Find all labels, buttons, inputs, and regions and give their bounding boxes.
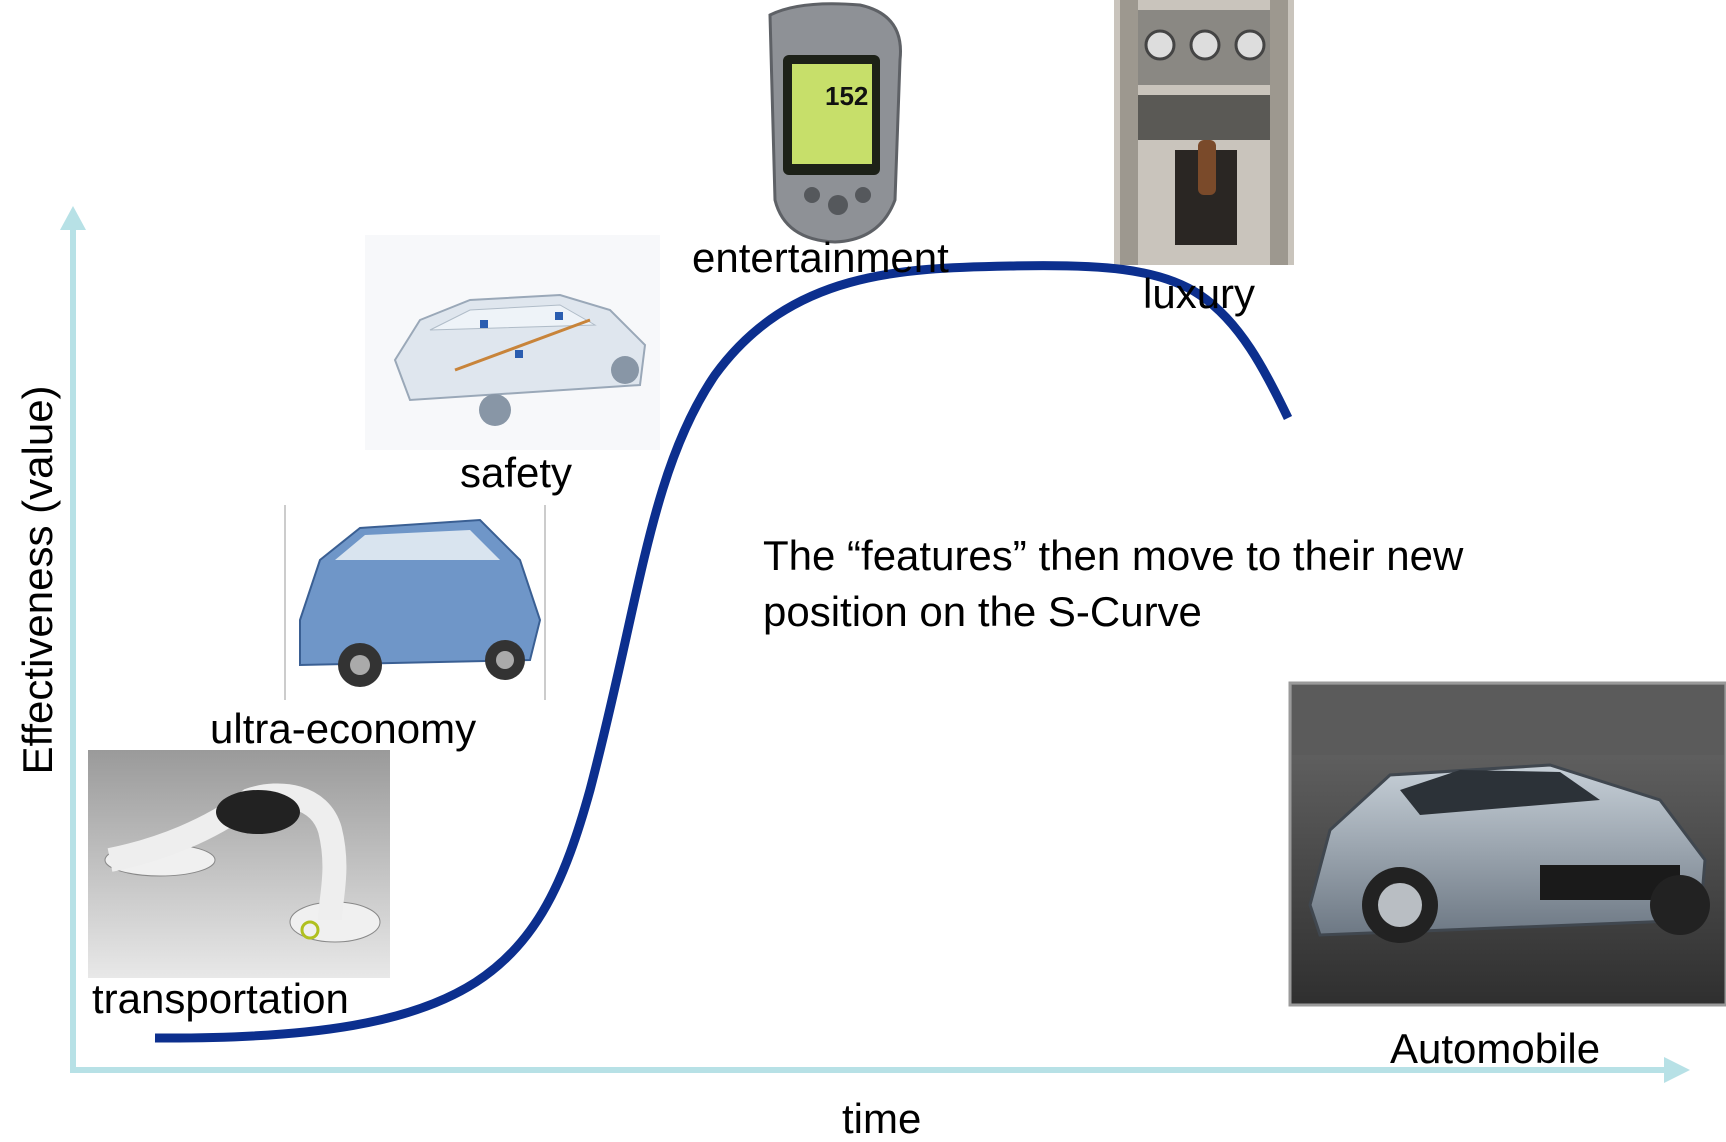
entertainment-label: entertainment [692, 234, 949, 281]
caption-text: The “features” then move to their new po… [763, 532, 1464, 635]
y-axis-label: Effectiveness (value) [14, 385, 61, 775]
y-axis-arrowhead [60, 206, 86, 230]
luxury-label: luxury [1143, 270, 1256, 317]
safety-image [365, 235, 660, 450]
entertainment-image: 152 [768, 2, 902, 244]
x-axis-label: time [842, 1095, 922, 1142]
transportation-image [88, 750, 390, 978]
luxury-image [1114, 0, 1294, 265]
ultra-economy-image [270, 495, 558, 705]
x-axis-arrowhead [1664, 1057, 1690, 1083]
automobile-label: Automobile [1390, 1025, 1601, 1072]
safety-label: safety [460, 449, 573, 496]
s-curve [154, 261, 1293, 1043]
svg-text:152: 152 [825, 81, 868, 111]
transportation-label: transportation [92, 975, 349, 1022]
ultra-economy-label: ultra-economy [210, 705, 477, 752]
automobile-image [1288, 681, 1726, 1007]
